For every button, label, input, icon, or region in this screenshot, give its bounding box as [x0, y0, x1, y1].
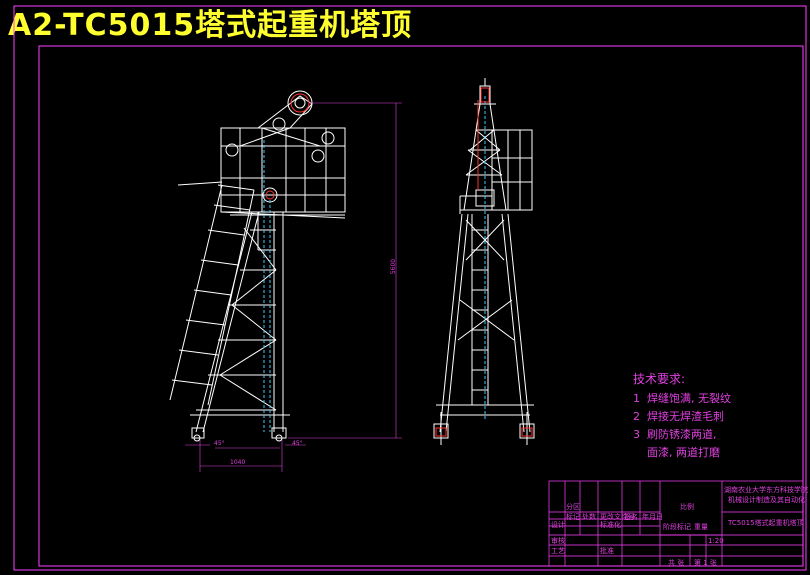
tb-row-count: 处数	[582, 513, 596, 521]
tb-sheet: 第 1 张	[694, 559, 717, 567]
tech-heading: 技术要求:	[633, 372, 686, 386]
tb-role-review: 审核	[551, 537, 565, 545]
tb-school: 湖南农业大学东方科技学院	[724, 486, 808, 494]
front-view	[433, 78, 535, 445]
outer-frame	[13, 5, 807, 571]
angle-right-dimension: 45°	[292, 440, 303, 447]
tech-item: 面漆, 两道打磨	[647, 446, 720, 459]
front-view-red-parts	[435, 87, 533, 437]
tb-role-process: 工艺	[551, 547, 565, 555]
tb-role-standard: 标准化	[600, 521, 621, 529]
tb-row-sign: 签名	[624, 513, 638, 521]
tb-role-approve: 批准	[600, 547, 614, 555]
inner-frame	[38, 45, 804, 567]
side-view-dimension-lines	[185, 102, 402, 472]
angle-left-dimension: 45°	[214, 440, 225, 447]
tb-ratio: 1:20	[708, 537, 724, 545]
tb-role-design: 设计	[551, 521, 565, 529]
tb-weight: 重量	[694, 523, 708, 531]
tb-scale-label: 比例	[680, 503, 694, 511]
tb-stage: 阶段标记	[663, 523, 691, 531]
tb-dept: 机械设计制造及其自动化	[728, 496, 805, 504]
side-view-cable	[265, 93, 310, 200]
side-view-hidden-lines	[263, 140, 271, 432]
title-block-grid	[548, 480, 804, 567]
tb-row-mark: 标记	[566, 513, 580, 521]
height-dimension: 5600	[390, 258, 398, 275]
tb-row-date: 年月日	[642, 513, 663, 521]
tb-drawing-name: TC5015塔式起重机塔顶	[728, 519, 804, 527]
tb-row-zone: 分区	[566, 503, 580, 511]
tb-total: 共 张	[668, 559, 685, 567]
base-width-dimension: 1040	[230, 459, 246, 466]
drawing-title: A2-TC5015塔式起重机塔顶	[8, 8, 413, 43]
side-view	[169, 90, 346, 442]
tb-row-doc: 更改文件号	[600, 513, 635, 521]
